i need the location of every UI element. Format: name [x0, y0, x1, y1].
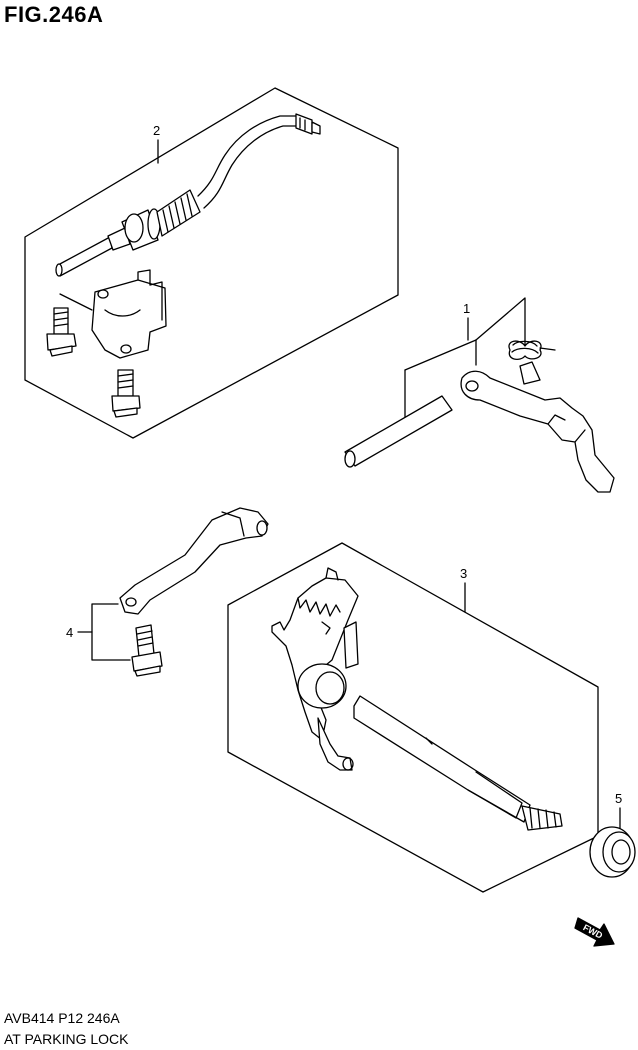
bracket-bolt-upper — [46, 307, 77, 357]
pin — [344, 395, 453, 468]
leader-4 — [91, 603, 131, 661]
bracket-bolt-lower — [111, 369, 141, 418]
fwd-arrow-icon: FWD — [574, 917, 615, 947]
callout-3: 3 — [460, 566, 467, 581]
oil-seal — [589, 826, 636, 878]
figure-caption: AT PARKING LOCK — [4, 1031, 129, 1047]
callout-2: 2 — [153, 123, 160, 138]
group-box-3 — [227, 542, 599, 893]
shaft-arm — [317, 717, 354, 771]
figure-code: AVB414 P12 246A — [4, 1010, 120, 1026]
lever-spring — [508, 340, 556, 385]
cable-bracket — [91, 269, 167, 359]
link-rod — [119, 507, 269, 615]
footer: AVB414 P12 246A AT PARKING LOCK — [4, 1008, 128, 1050]
callout-5: 5 — [615, 791, 622, 806]
callout-1: 1 — [463, 301, 470, 316]
selector-shaft — [353, 695, 563, 831]
detent-pin — [343, 621, 359, 669]
shaft-collar — [297, 663, 347, 709]
detent-plate — [271, 567, 359, 741]
figure-title: FIG.246A — [4, 2, 104, 27]
callout-4: 4 — [66, 625, 73, 640]
leader-bracket — [59, 293, 93, 311]
leader-1-spring — [475, 297, 526, 346]
leader-1-link — [404, 339, 477, 371]
link-bolt — [131, 624, 163, 677]
parking-lever — [460, 370, 615, 493]
cable-assembly — [55, 113, 321, 277]
group-box-2 — [24, 87, 399, 439]
